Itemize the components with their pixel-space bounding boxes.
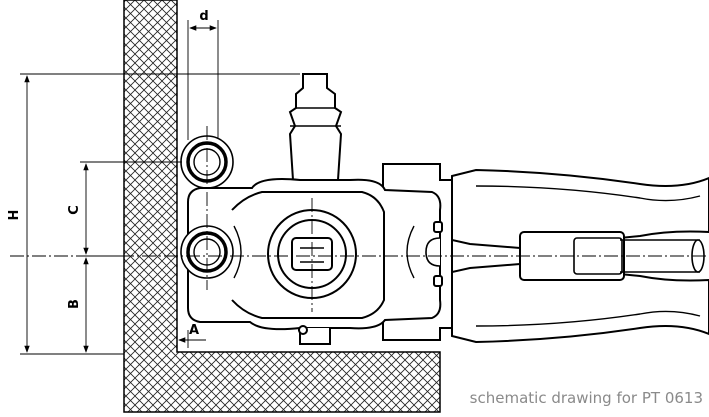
dim-label-a: A (189, 323, 199, 338)
wall-hatching (123, 0, 441, 413)
drawing-caption: schematic drawing for PT 0613 (469, 389, 703, 407)
dim-label-b: B (67, 299, 82, 309)
center-lines (10, 126, 709, 312)
dimension-lines (20, 20, 300, 355)
dim-label-d: d (199, 9, 208, 24)
dim-label-c: C (67, 205, 82, 215)
press-tool-body (187, 73, 453, 345)
dim-label-h: H (7, 210, 22, 221)
